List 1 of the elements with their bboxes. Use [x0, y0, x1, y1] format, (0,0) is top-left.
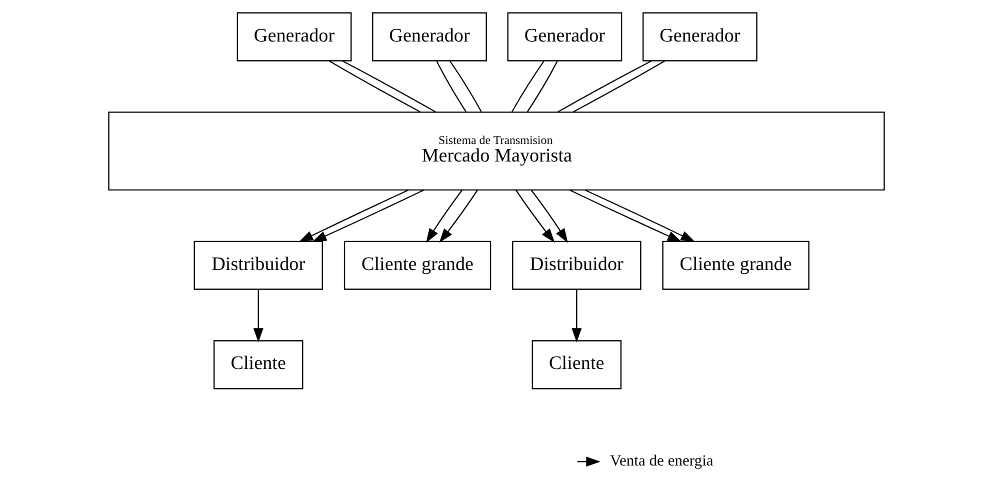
- legend-label: Venta de energia: [610, 452, 714, 470]
